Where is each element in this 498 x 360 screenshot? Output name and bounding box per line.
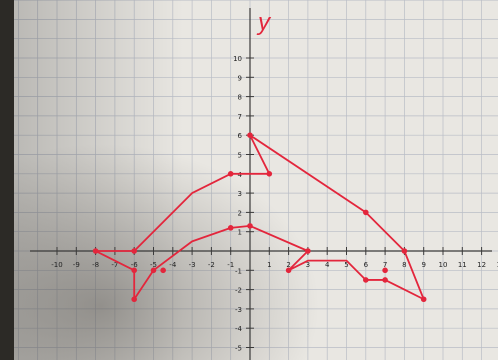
x-tick-label: 9 <box>421 261 425 269</box>
x-tick-label: 7 <box>383 261 387 269</box>
vertex-dot <box>266 171 273 177</box>
vertex-dot <box>227 225 234 231</box>
y-tick-label: 7 <box>238 113 242 121</box>
vertex-dot <box>382 277 388 283</box>
vertex-dot <box>247 223 253 229</box>
x-tick-label: 10 <box>439 261 448 269</box>
x-tick-label: -6 <box>131 261 139 269</box>
vertex-dot <box>150 267 157 274</box>
y-tick-label: 5 <box>238 152 242 160</box>
x-tick-label: -8 <box>92 261 99 269</box>
vertex-dot <box>92 248 99 254</box>
y-tick-label: 6 <box>238 132 243 140</box>
x-tick-label: 6 <box>364 261 369 269</box>
x-tick-label: 13 <box>496 261 498 269</box>
y-tick-label: 9 <box>238 74 242 82</box>
vertex-dot <box>401 248 408 254</box>
x-tick-label: -10 <box>51 261 62 269</box>
vertex-dot <box>160 267 166 274</box>
vertex-dot <box>131 267 137 274</box>
x-tick-label: -7 <box>111 261 118 269</box>
x-tick-label: -4 <box>169 261 177 269</box>
x-tick-label: 3 <box>306 261 310 269</box>
x-tick-label: 1 <box>267 261 271 269</box>
x-axis-ticks: -10-9-8-7-6-5-4-3-2-112345678910111213 <box>51 247 498 269</box>
y-tick-label: -5 <box>235 345 242 353</box>
y-axis-ticks: 10 9 8 7 6 5 4 3 2 1 -1 -2 -3 -4 -5 <box>233 55 254 353</box>
y-tick-label: -1 <box>235 267 242 275</box>
graph-paper <box>14 0 498 360</box>
y-tick-label: -4 <box>235 325 243 333</box>
dolphin-drawing <box>92 132 427 303</box>
vertex-dot <box>305 248 311 254</box>
hand-shadow <box>14 0 498 360</box>
vertex-dot <box>285 267 292 274</box>
x-tick-label: 12 <box>477 261 486 269</box>
y-tick-label: 3 <box>238 190 242 198</box>
y-tick-label: 8 <box>238 94 242 102</box>
x-tick-label: 8 <box>402 261 406 269</box>
vertex-dot <box>382 267 388 274</box>
coordinate-axes: -10-9-8-7-6-5-4-3-2-112345678910111213 1… <box>30 8 498 360</box>
vertex-dot <box>247 132 253 138</box>
y-tick-label: 10 <box>233 55 242 63</box>
vertex-dot <box>227 171 234 177</box>
vertex-dot <box>131 296 137 303</box>
x-tick-label: -2 <box>208 261 215 269</box>
vertex-dot <box>363 209 369 216</box>
x-tick-label: 5 <box>344 261 348 269</box>
y-tick-label: 4 <box>238 171 243 179</box>
vertex-dot <box>363 277 369 283</box>
x-tick-label: 11 <box>458 261 467 269</box>
x-tick-label: -9 <box>73 261 80 269</box>
vertex-dot <box>131 248 137 254</box>
x-tick-label: 4 <box>325 261 330 269</box>
x-tick-label: -3 <box>189 261 196 269</box>
y-tick-label: 1 <box>238 229 242 237</box>
y-tick-label: 2 <box>238 209 242 217</box>
y-tick-label: -2 <box>235 287 242 295</box>
x-tick-label: -1 <box>227 261 234 269</box>
vertex-dot <box>420 296 427 303</box>
y-axis-label: y <box>256 9 272 36</box>
x-tick-label: -5 <box>150 261 157 269</box>
vertex-dots <box>92 132 427 303</box>
x-tick-label: 2 <box>286 261 290 269</box>
y-tick-label: -3 <box>235 306 242 314</box>
